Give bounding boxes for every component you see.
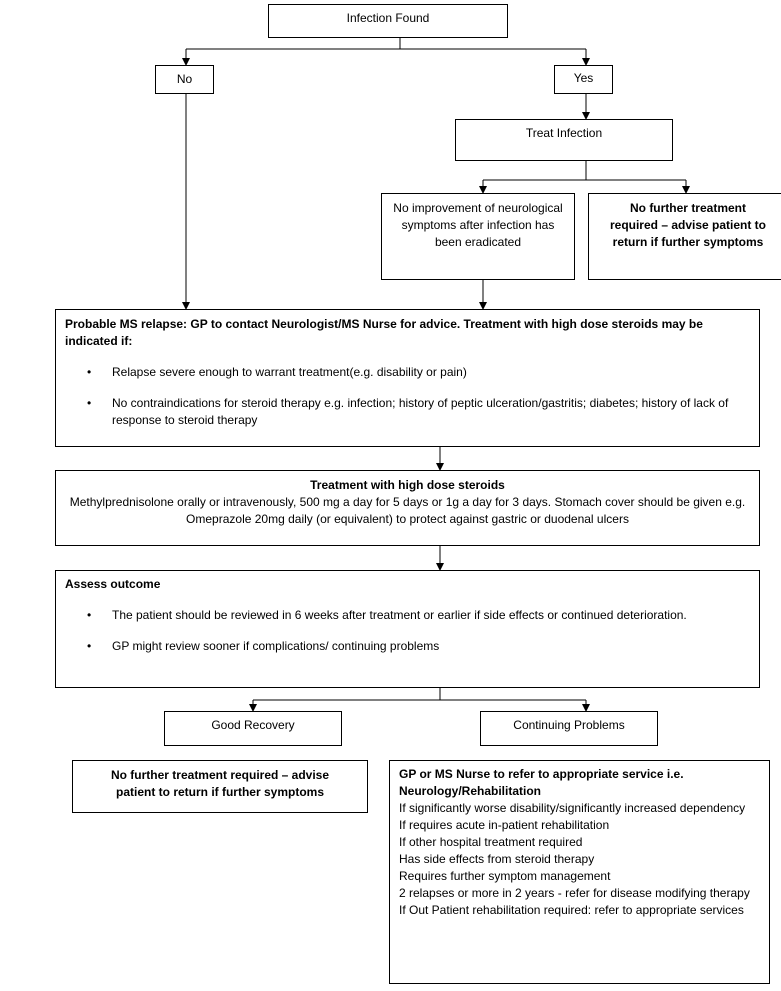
treatment-title: Treatment with high dose steroids xyxy=(310,478,505,492)
relapse-bullets: Relapse severe enough to warrant treatme… xyxy=(65,364,751,429)
refer-box: GP or MS Nurse to refer to appropriate s… xyxy=(389,760,770,984)
refer-item: Requires further symptom management xyxy=(399,869,611,883)
refer-item: If other hospital treatment required xyxy=(399,835,583,849)
assess-bullets: The patient should be reviewed in 6 week… xyxy=(65,607,751,655)
good-recovery-label: Good Recovery xyxy=(211,718,295,732)
relapse-box: Probable MS relapse: GP to contact Neuro… xyxy=(55,309,760,447)
relapse-bullet: No contraindications for steroid therapy… xyxy=(65,395,751,429)
assess-bullet: GP might review sooner if complications/… xyxy=(65,638,751,655)
relapse-heading: Probable MS relapse: GP to contact Neuro… xyxy=(65,317,703,348)
refer-item: 2 relapses or more in 2 years - refer fo… xyxy=(399,886,750,900)
refer-item: If Out Patient rehabilitation required: … xyxy=(399,903,744,917)
refer-item: If requires acute in-patient rehabilitat… xyxy=(399,818,610,832)
treatment-body: Methylprednisolone orally or intravenous… xyxy=(69,495,746,526)
continuing-problems-label: Continuing Problems xyxy=(513,718,625,732)
no-further-outcome-text: No further treatment required – advise p… xyxy=(110,768,330,799)
refer-items: If significantly worse disability/signif… xyxy=(399,800,761,919)
assess-title: Assess outcome xyxy=(65,577,161,591)
good-recovery-box: Good Recovery xyxy=(164,711,342,746)
no-improvement-text: No improvement of neurological symptoms … xyxy=(393,201,563,249)
yes-label: Yes xyxy=(573,71,594,85)
assess-bullet: The patient should be reviewed in 6 week… xyxy=(65,607,751,624)
no-further-treatment-box: No further treatment required – advise p… xyxy=(588,193,781,280)
no-further-outcome-box: No further treatment required – advise p… xyxy=(72,760,368,813)
assess-box: Assess outcome The patient should be rev… xyxy=(55,570,760,688)
continuing-problems-box: Continuing Problems xyxy=(480,711,658,746)
treat-infection-label: Treat Infection xyxy=(525,126,603,140)
refer-item: Has side effects from steroid therapy xyxy=(399,852,595,866)
yes-box: Yes xyxy=(554,65,613,94)
infection-found-box: Infection Found xyxy=(268,4,508,38)
no-box: No xyxy=(155,65,214,94)
infection-found-label: Infection Found xyxy=(346,11,430,25)
no-label: No xyxy=(176,72,193,86)
refer-title: GP or MS Nurse to refer to appropriate s… xyxy=(399,767,684,798)
treat-infection-box: Treat Infection xyxy=(455,119,673,161)
treatment-box: Treatment with high dose steroids Methyl… xyxy=(55,470,760,546)
relapse-bullet: Relapse severe enough to warrant treatme… xyxy=(65,364,751,381)
refer-item: If significantly worse disability/signif… xyxy=(399,801,746,815)
no-further-treatment-text: No further treatment required – advise p… xyxy=(609,201,767,249)
no-improvement-box: No improvement of neurological symptoms … xyxy=(381,193,575,280)
